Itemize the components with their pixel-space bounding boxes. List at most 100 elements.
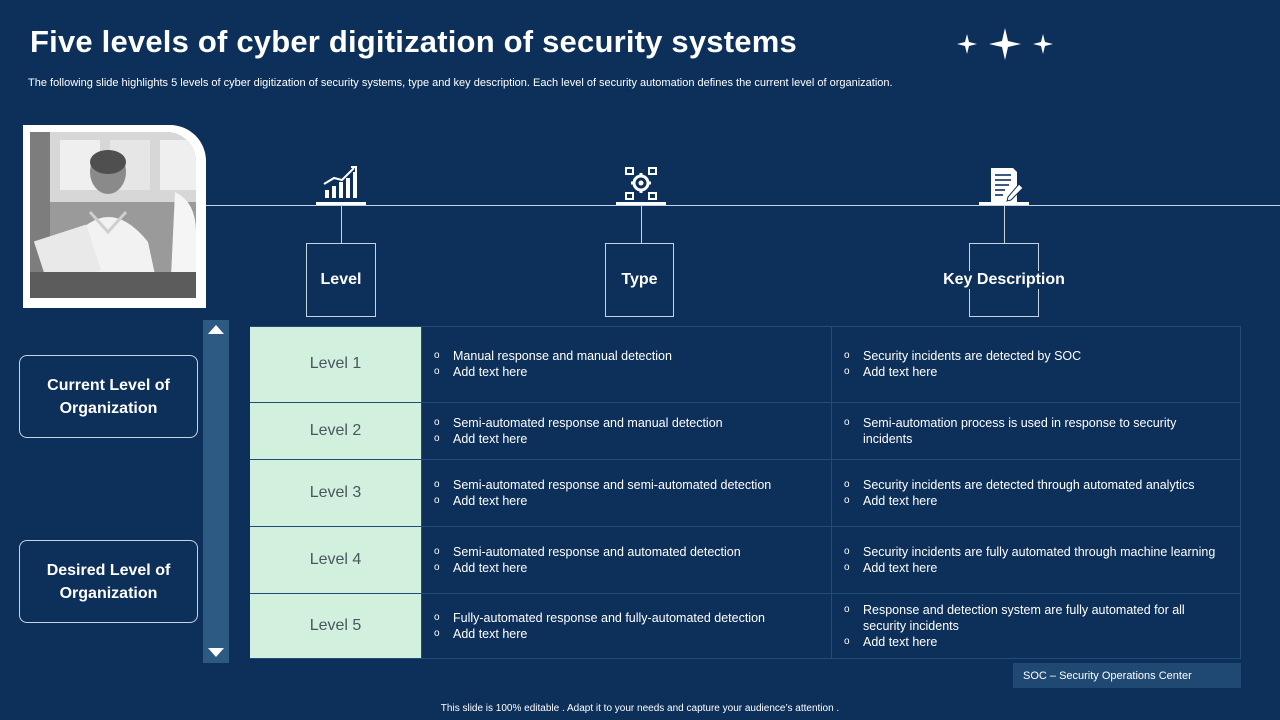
header-key-description-label: Key Description — [941, 271, 1067, 289]
list-item: o Fully-automated response and fully-auto… — [434, 610, 831, 626]
slide-title: Five levels of cyber digitization of sec… — [30, 24, 797, 59]
type-text: Add text here — [453, 365, 528, 379]
list-item: o Security incidents are fully automated … — [844, 544, 1222, 560]
type-text: Add text here — [453, 494, 528, 508]
list-item: o Manual response and manual detection — [434, 348, 831, 364]
connector-line — [341, 206, 342, 243]
soc-abbreviation-note: SOC – Security Operations Center — [1013, 663, 1241, 688]
bullet-circle-icon: o — [844, 546, 850, 557]
level-cell: Level 5 — [309, 617, 362, 634]
gear-network-icon — [625, 167, 657, 200]
list-item: o Add text here — [434, 560, 831, 576]
type-text: Add text here — [453, 561, 528, 575]
bullet-circle-icon: o — [434, 546, 440, 557]
description-text: Add text here — [863, 365, 938, 379]
list-item: o Add text here — [434, 626, 831, 642]
description-cell: o Security incidents are fully automated … — [831, 527, 1241, 593]
bullet-circle-icon: o — [434, 479, 440, 490]
list-item: o Response and detection system are fully… — [844, 602, 1222, 634]
list-item: o Add text here — [434, 431, 831, 447]
bullet-circle-icon: o — [434, 628, 440, 639]
type-cell: o Semi-automated response and manual dete… — [421, 403, 831, 459]
bullet-circle-icon: o — [434, 350, 440, 361]
slider-up-arrow-icon[interactable] — [206, 322, 226, 336]
level-cell: Level 1 — [309, 355, 362, 372]
type-text: Add text here — [453, 627, 528, 641]
connector-line — [1004, 206, 1005, 243]
level-cell: Level 4 — [309, 551, 362, 568]
table-row: Level 2 o Semi-automated response and man… — [250, 403, 1241, 460]
timeline-line — [206, 205, 1280, 206]
desired-level-box: Desired Level of Organization — [19, 540, 198, 623]
people-meeting-image — [30, 132, 196, 298]
slide-footer: This slide is 100% editable . Adapt it t… — [440, 703, 840, 714]
description-cell: o Response and detection system are fully… — [831, 594, 1241, 658]
list-item: o Add text here — [844, 560, 1222, 576]
type-cell: o Semi-automated response and automated d… — [421, 527, 831, 593]
type-text: Manual response and manual detection — [453, 349, 672, 363]
bullet-circle-icon: o — [434, 562, 440, 573]
description-text: Security incidents are detected by SOC — [863, 349, 1082, 363]
description-text: Security incidents are fully automated t… — [863, 545, 1216, 559]
list-item: o Security incidents are detected by SOC — [844, 348, 1222, 364]
bullet-circle-icon: o — [434, 433, 440, 444]
list-item: o Semi-automated response and semi-automa… — [434, 477, 831, 493]
description-text: Response and detection system are fully … — [863, 603, 1185, 633]
icon-underline — [979, 202, 1029, 205]
slide-subtitle: The following slide highlights 5 levels … — [28, 77, 893, 89]
icon-underline — [316, 202, 366, 205]
table-row: Level 4 o Semi-automated response and aut… — [250, 527, 1241, 594]
list-item: o Add text here — [434, 493, 831, 509]
type-text: Semi-automated response and manual detec… — [453, 416, 723, 430]
level-slider[interactable] — [203, 320, 229, 663]
list-item: o Semi-automation process is used in resp… — [844, 415, 1222, 447]
table-row: Level 1 o Manual response and manual dete… — [250, 326, 1241, 403]
sparkle-stars-icon — [957, 28, 1053, 60]
description-text: Add text here — [863, 494, 938, 508]
type-text: Semi-automated response and automated de… — [453, 545, 741, 559]
level-column — [250, 326, 421, 659]
type-text: Semi-automated response and semi-automat… — [453, 478, 772, 492]
list-item: o Semi-automated response and automated d… — [434, 544, 831, 560]
bullet-circle-icon: o — [434, 612, 440, 623]
bullet-circle-icon: o — [844, 417, 850, 428]
bullet-circle-icon: o — [434, 495, 440, 506]
description-cell: o Security incidents are detected through… — [831, 460, 1241, 526]
document-pen-icon — [991, 168, 1024, 202]
slider-down-arrow-icon[interactable] — [206, 646, 226, 660]
list-item: o Add text here — [844, 364, 1222, 380]
description-text: Add text here — [863, 561, 938, 575]
type-text: Add text here — [453, 432, 528, 446]
description-text: Add text here — [863, 635, 938, 649]
bullet-circle-icon: o — [844, 350, 850, 361]
list-item: o Add text here — [844, 493, 1222, 509]
description-text: Security incidents are detected through … — [863, 478, 1195, 492]
photo-frame — [23, 125, 206, 308]
bullet-circle-icon: o — [434, 366, 440, 377]
bullet-circle-icon: o — [434, 417, 440, 428]
type-cell: o Semi-automated response and semi-automa… — [421, 460, 831, 526]
bullet-circle-icon: o — [844, 366, 850, 377]
list-item: o Add text here — [434, 364, 831, 380]
description-text: Semi-automation process is used in respo… — [863, 416, 1177, 446]
level-cell: Level 2 — [309, 422, 362, 439]
description-cell: o Semi-automation process is used in resp… — [831, 403, 1241, 459]
level-cell: Level 3 — [309, 484, 362, 501]
type-text: Fully-automated response and fully-autom… — [453, 611, 765, 625]
levels-table: Level 1 o Manual response and manual dete… — [250, 326, 1241, 659]
header-type: Type — [605, 243, 674, 317]
header-level: Level — [306, 243, 376, 317]
connector-line — [641, 206, 642, 243]
business-team-photo — [30, 132, 196, 298]
bullet-circle-icon: o — [844, 562, 850, 573]
bullet-circle-icon: o — [844, 604, 850, 615]
list-item: o Semi-automated response and manual dete… — [434, 415, 831, 431]
bullet-circle-icon: o — [844, 495, 850, 506]
icon-underline — [616, 202, 666, 205]
table-row: Level 3 o Semi-automated response and sem… — [250, 460, 1241, 527]
type-cell: o Fully-automated response and fully-auto… — [421, 594, 831, 658]
